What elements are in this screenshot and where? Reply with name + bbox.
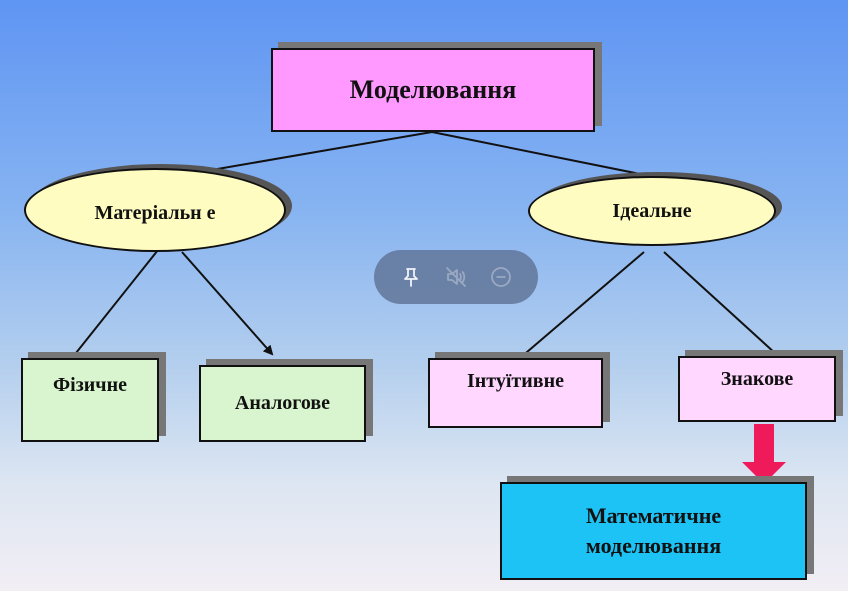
- edge-ideal-intuitive: [519, 251, 645, 359]
- node-modeling: Моделювання: [271, 48, 595, 132]
- edge-material-analog: [181, 251, 274, 356]
- node-sign-label: Знакове: [720, 368, 794, 390]
- node-math-line1: Математичне: [585, 503, 722, 529]
- floating-toolbar: [374, 250, 538, 304]
- node-physical-label: Фізичне: [53, 374, 127, 396]
- node-analog: Аналогове: [199, 365, 366, 442]
- node-analog-label: Аналогове: [234, 392, 331, 414]
- mute-icon[interactable]: [439, 260, 473, 294]
- node-math-modeling: Математичне моделювання: [500, 482, 807, 580]
- node-ideal-label: Ідеальне: [612, 199, 692, 222]
- node-material-label: Матеріальн е: [94, 201, 216, 224]
- node-intuitive-label: Інтуїтивне: [467, 370, 564, 392]
- node-material: Матеріальн е: [24, 168, 286, 252]
- edge-ideal-sign: [663, 251, 777, 355]
- minus-circle-icon[interactable]: [484, 260, 518, 294]
- arrow-sign-to-math: [742, 424, 786, 484]
- node-math-line2: моделювання: [585, 533, 722, 558]
- edge-root-ideal: [431, 131, 651, 177]
- node-sign: Знакове: [678, 356, 836, 422]
- pin-icon[interactable]: [394, 260, 428, 294]
- node-intuitive: Інтуїтивне: [428, 358, 603, 428]
- node-modeling-label: Моделювання: [349, 75, 517, 104]
- node-ideal: Ідеальне: [528, 176, 776, 246]
- node-physical: Фізичне: [21, 358, 159, 442]
- edge-root-material: [199, 131, 433, 173]
- edge-material-physical: [71, 249, 159, 359]
